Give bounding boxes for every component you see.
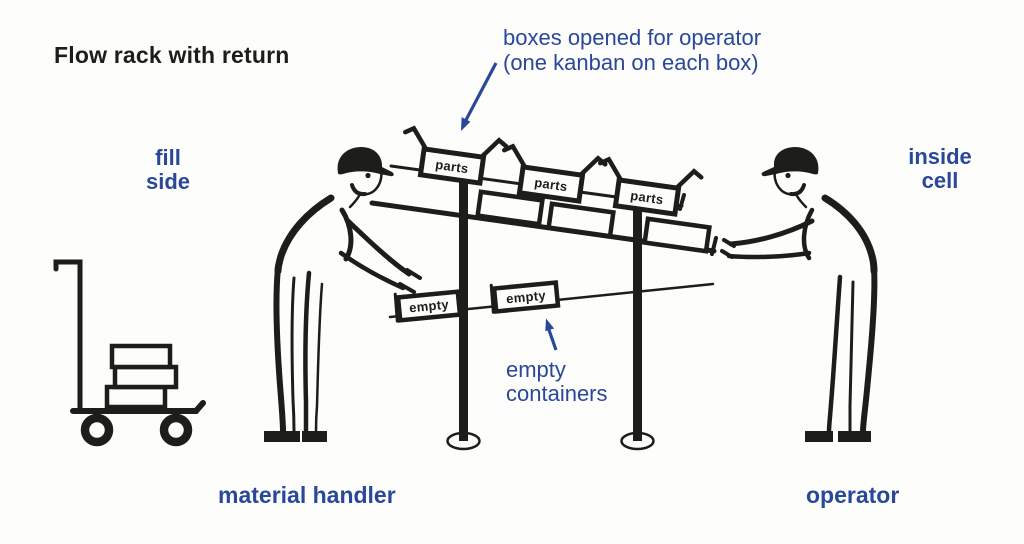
cart-platform [70,400,206,414]
empty-box-body [491,280,561,314]
label-fill-side: fill side [118,146,218,194]
worker-leg [290,276,296,433]
empty-box-lip [489,283,495,314]
worker-belly [801,207,815,261]
worker-foot [805,431,833,442]
label-line: side [145,169,191,194]
kanban-box-body [475,189,545,227]
worker-hand [398,282,416,294]
worker-neck [795,194,808,209]
worker-leg [848,280,855,433]
worker-eye [365,172,371,179]
annotation-line: boxes opened for operator [503,25,762,50]
kanban-box-1 [475,189,545,227]
top-shelf-end-stop [678,193,686,211]
arrow-to-parts-box-icon [461,62,498,131]
parts-box-body [417,146,487,186]
worker-arm-upper [344,217,412,277]
material-handler-figure [264,147,422,442]
box-flap-right [674,168,704,191]
worker-cap-icon [337,147,394,177]
cart-box [109,343,173,370]
empty-box-lip [393,292,399,323]
cart-wheel-icon [80,413,114,447]
label-material-handler: material handler [218,482,396,508]
worker-foot [302,431,327,442]
parts-box-1: parts [403,125,509,186]
kanban-box-3 [642,216,712,254]
worker-hand [722,238,736,248]
arrow-head [545,318,555,332]
worker-foot [838,431,871,442]
worker-back [821,194,878,275]
kanban-box-2 [546,201,616,239]
annotation-line: empty [506,357,566,382]
arrow-shaft [464,62,498,121]
cart-box [112,364,179,390]
worker-back [274,194,335,275]
label-line: fill [155,145,181,170]
worker-leg [314,282,324,433]
operator-figure [720,147,878,442]
diagram-title: Flow rack with return [54,42,290,68]
worker-leg [303,270,312,434]
box-flap-left [403,125,429,152]
annotation-line: (one kanban on each box) [503,50,759,75]
worker-eye [785,172,791,179]
parts-box-3: parts [598,156,704,217]
parts-box-body [516,164,586,204]
parts-box-label: parts [434,157,469,176]
worker-arm-lower [338,250,406,291]
empty-box-label: empty [505,288,547,307]
label-line: cell [921,168,959,193]
arrow-to-empty-container-icon [545,318,558,351]
parts-box-2: parts [502,143,608,204]
worker-cap-icon [761,147,819,177]
arrow-head [461,117,471,131]
worker-leg [273,265,286,434]
box-flap-left [502,143,528,170]
parts-box-body [612,177,682,217]
empty-box-body [395,289,463,323]
parts-box-label: parts [629,188,664,207]
cart-box [104,384,168,410]
annotation-boxes-opened: boxes opened for operator (one kanban on… [503,25,761,75]
parts-box-label: parts [533,175,568,194]
worker-chin [789,183,806,197]
worker-chin [350,183,367,197]
kanban-box-body [546,201,616,239]
arrow-shaft [547,329,558,351]
worker-hand [405,268,422,280]
worker-arm-upper [728,218,815,247]
worker-belly [339,207,354,262]
cart-handle [53,259,83,414]
worker-leg [826,274,843,434]
worker-arm-lower [726,250,812,260]
empty-box-label: empty [408,297,450,316]
annotation-empty-containers: empty containers [506,358,608,406]
box-flap-left [598,156,624,183]
annotation-line: containers [506,381,608,406]
flow-rack: empty empty parts parts [369,125,718,451]
worker-neck [348,194,361,209]
cart-wheel-icon [159,413,193,447]
empty-box-2: empty [489,280,561,314]
empty-box-1: empty [393,289,463,323]
worker-hand [720,249,734,259]
box-flap-right [479,137,509,160]
middle-shelf-end-stop [710,236,718,256]
worker-leg [860,265,878,434]
label-operator: operator [806,482,900,508]
hand-cart-figure [53,259,206,447]
kanban-box-body [642,216,712,254]
worker-foot [264,431,300,442]
label-line: inside [908,144,972,169]
label-inside-cell: inside cell [890,145,990,193]
